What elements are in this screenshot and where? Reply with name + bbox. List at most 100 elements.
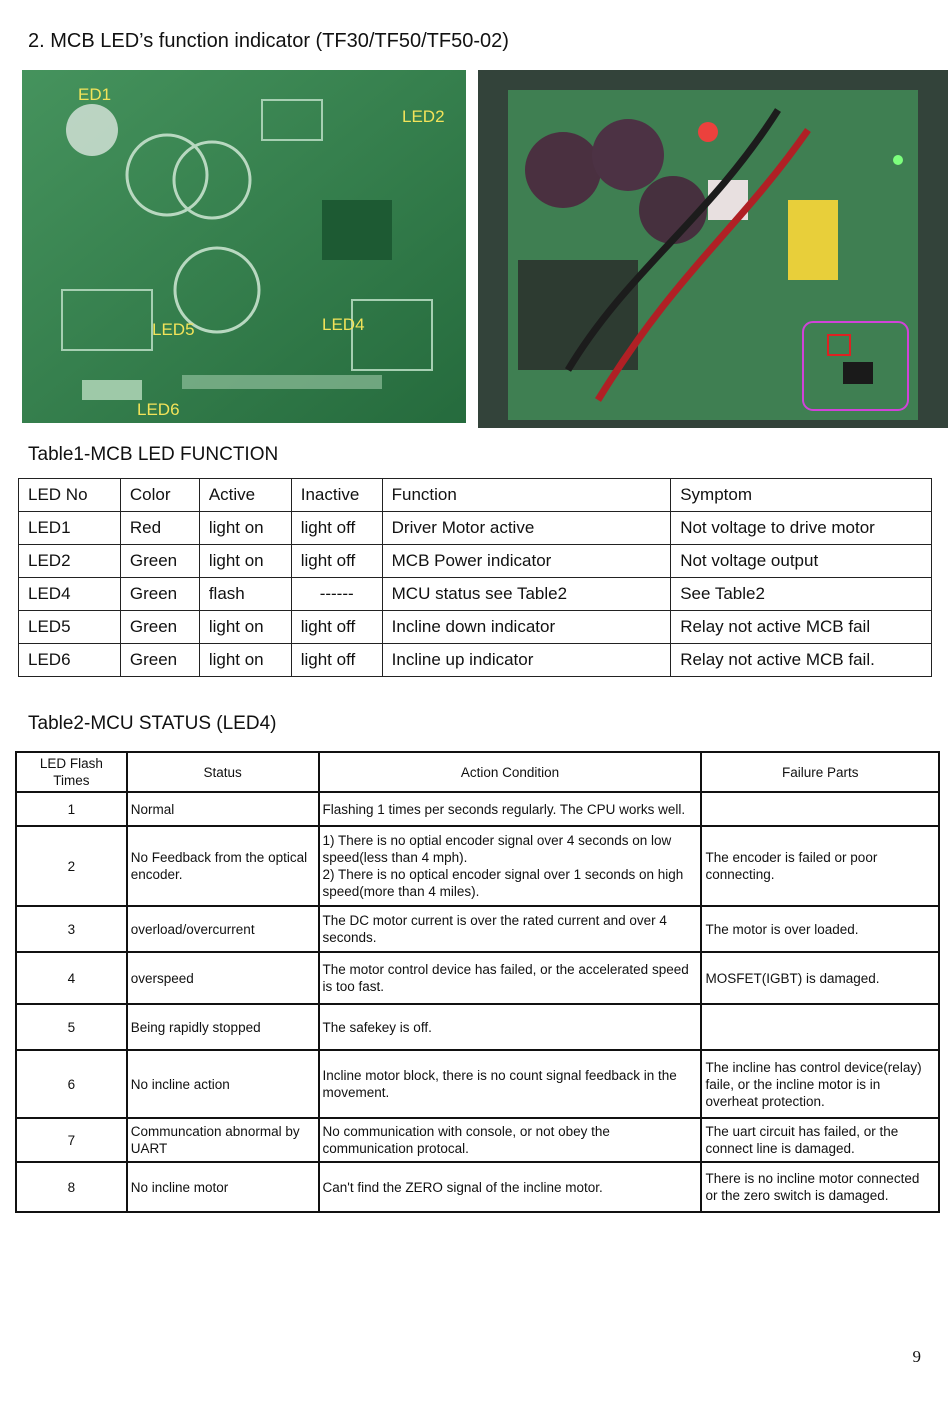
- table-cell: Normal: [125, 791, 320, 827]
- table-cell: The motor control device has failed, or …: [317, 951, 703, 1005]
- table-cell: See Table2: [670, 577, 932, 611]
- table-row: 6 No incline action Incline motor block,…: [15, 1049, 940, 1119]
- table-cell: light off: [290, 610, 383, 644]
- table-cell: LED2: [18, 544, 121, 578]
- table-row: 2 No Feedback from the optical encoder. …: [15, 825, 940, 907]
- table-cell: No incline motor: [125, 1161, 320, 1213]
- table-row: 5 Being rapidly stopped The safekey is o…: [15, 1003, 940, 1051]
- table-cell: Driver Motor active: [381, 511, 672, 545]
- table-cell: light on: [198, 610, 292, 644]
- table-cell: LED4: [18, 577, 121, 611]
- pcb-label-led4: LED4: [322, 315, 365, 334]
- table-row: LED4 Green flash ------ MCU status see T…: [18, 577, 932, 611]
- pcb-label-led6: LED6: [137, 400, 180, 419]
- pcb-label-led1: ED1: [78, 85, 111, 104]
- mcu-status-table: LED Flash Times Status Action Condition …: [15, 751, 940, 1213]
- table-row: LED1 Red light on light off Driver Motor…: [18, 511, 932, 545]
- table-cell: Being rapidly stopped: [125, 1003, 320, 1051]
- table-cell: 8: [15, 1161, 128, 1213]
- table-cell: light on: [198, 511, 292, 545]
- header-cell: Status: [125, 751, 320, 793]
- led-function-table: LED No Color Active Inactive Function Sy…: [18, 478, 932, 677]
- table1-title: Table1-MCB LED FUNCTION: [28, 444, 279, 465]
- table-cell: 5: [15, 1003, 128, 1051]
- header-cell: LED No: [18, 478, 121, 512]
- table-cell: light on: [198, 643, 292, 677]
- table-cell: [700, 791, 940, 827]
- table-cell: Green: [119, 643, 200, 677]
- table-cell: LED5: [18, 610, 121, 644]
- header-cell: Function: [381, 478, 672, 512]
- table-row: 1 Normal Flashing 1 times per seconds re…: [15, 791, 940, 827]
- table-row: 8 No incline motor Can't find the ZERO s…: [15, 1161, 940, 1213]
- table-cell: LED1: [18, 511, 121, 545]
- table-cell: Communcation abnormal by UART: [125, 1117, 320, 1163]
- table-cell: MCU status see Table2: [381, 577, 672, 611]
- table-cell: [700, 1003, 940, 1051]
- table-cell: overload/overcurrent: [125, 905, 320, 953]
- table-cell: The motor is over loaded.: [700, 905, 940, 953]
- table-cell: The DC motor current is over the rated c…: [317, 905, 703, 953]
- table2-title: Table2-MCU STATUS (LED4): [28, 713, 277, 734]
- table-cell: overspeed: [125, 951, 320, 1005]
- table-cell: 2: [15, 825, 128, 907]
- header-cell: LED Flash Times: [15, 751, 128, 793]
- table-cell: The incline has control device(relay) fa…: [700, 1049, 940, 1119]
- table-row: LED6 Green light on light off Incline up…: [18, 643, 932, 677]
- table-cell: No communication with console, or not ob…: [317, 1117, 703, 1163]
- pcb-photo-bare-board: ED1 LED2 LED5 LED4 LED6: [22, 70, 466, 423]
- table-cell: light off: [290, 511, 383, 545]
- header-cell: Failure Parts: [700, 751, 940, 793]
- pcb-label-led5: LED5: [152, 320, 195, 339]
- page-number: 9: [912, 1347, 922, 1366]
- table-cell: Green: [119, 577, 200, 611]
- table-cell: Not voltage to drive motor: [670, 511, 932, 545]
- table-row: 4 overspeed The motor control device has…: [15, 951, 940, 1005]
- table-cell: 4: [15, 951, 128, 1005]
- header-cell: Color: [119, 478, 200, 512]
- table-cell: Incline down indicator: [381, 610, 672, 644]
- table-cell: 6: [15, 1049, 128, 1119]
- table-cell: Relay not active MCB fail: [670, 610, 932, 644]
- table-cell: 3: [15, 905, 128, 953]
- table-cell: light on: [198, 544, 292, 578]
- header-cell: Symptom: [670, 478, 932, 512]
- table-cell: ------: [290, 577, 383, 611]
- table-cell: light off: [290, 544, 383, 578]
- table-cell: Not voltage output: [670, 544, 932, 578]
- table-cell: 1: [15, 791, 128, 827]
- table-cell: No Feedback from the optical encoder.: [125, 825, 320, 907]
- table-cell: Incline motor block, there is no count s…: [317, 1049, 703, 1119]
- table-row: 3 overload/overcurrent The DC motor curr…: [15, 905, 940, 953]
- table-cell: Flashing 1 times per seconds regularly. …: [317, 791, 703, 827]
- pcb-label-led2: LED2: [402, 107, 445, 126]
- table-cell: The encoder is failed or poor connecting…: [700, 825, 940, 907]
- table-cell: flash: [198, 577, 292, 611]
- table-cell: Green: [119, 610, 200, 644]
- table-cell: Incline up indicator: [381, 643, 672, 677]
- table-cell: MCB Power indicator: [381, 544, 672, 578]
- table-cell: Can't find the ZERO signal of the inclin…: [317, 1161, 703, 1213]
- table-cell: Relay not active MCB fail.: [670, 643, 932, 677]
- header-cell: Action Condition: [317, 751, 703, 793]
- table-cell: MOSFET(IGBT) is damaged.: [700, 951, 940, 1005]
- table-cell: No incline action: [125, 1049, 320, 1119]
- table-row: LED5 Green light on light off Incline do…: [18, 610, 932, 644]
- table-cell: The safekey is off.: [317, 1003, 703, 1051]
- table-row: 7 Communcation abnormal by UART No commu…: [15, 1117, 940, 1163]
- page-heading: 2. MCB LED’s function indicator (TF30/TF…: [28, 30, 509, 52]
- table-cell: The uart circuit has failed, or the conn…: [700, 1117, 940, 1163]
- table-cell: Green: [119, 544, 200, 578]
- header-cell: Inactive: [290, 478, 383, 512]
- header-cell: Active: [198, 478, 292, 512]
- table-header-row: LED No Color Active Inactive Function Sy…: [18, 478, 932, 512]
- table-row: LED2 Green light on light off MCB Power …: [18, 544, 932, 578]
- pcb-photo-populated-board: [478, 70, 948, 428]
- table-header-row: LED Flash Times Status Action Condition …: [15, 751, 940, 793]
- table-cell: 1) There is no optial encoder signal ove…: [317, 825, 703, 907]
- table-cell: LED6: [18, 643, 121, 677]
- table-cell: 7: [15, 1117, 128, 1163]
- table-cell: light off: [290, 643, 383, 677]
- table-cell: Red: [119, 511, 200, 545]
- table-cell: There is no incline motor connected or t…: [700, 1161, 940, 1213]
